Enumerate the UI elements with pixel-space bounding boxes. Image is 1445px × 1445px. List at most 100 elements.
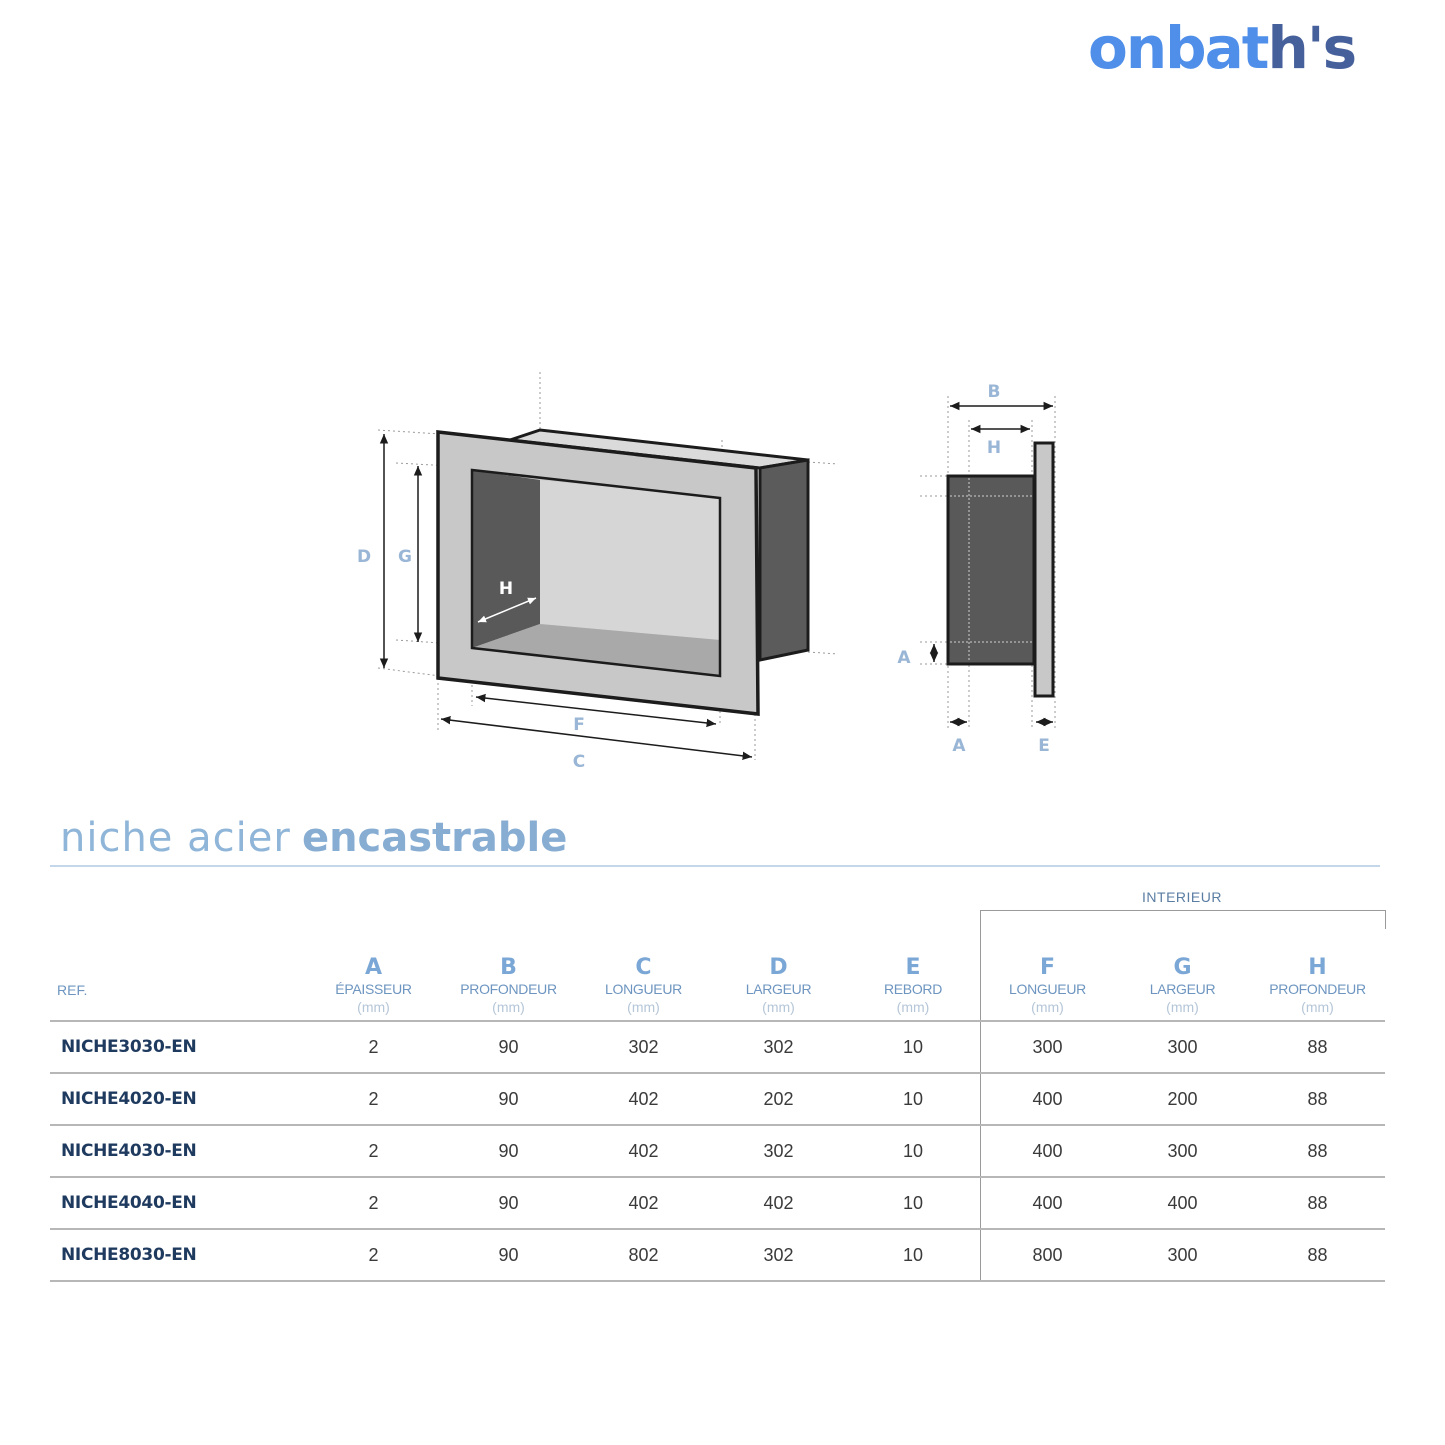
- dimension-labels: D G F C B H A A E: [357, 382, 1050, 772]
- cell-h: 88: [1250, 1125, 1385, 1178]
- cell-d: 302: [711, 1021, 846, 1074]
- cell-f: 400: [980, 1125, 1115, 1178]
- label-d: D: [357, 547, 371, 567]
- column-letter: G: [1173, 955, 1192, 980]
- label-g: G: [398, 547, 412, 567]
- cell-g: 200: [1115, 1073, 1250, 1126]
- column-unit: (mm): [1031, 999, 1064, 1015]
- column-letter: H: [1308, 955, 1327, 980]
- label-c: C: [573, 752, 585, 772]
- column-name: REBORD: [883, 981, 943, 997]
- niche-box-side: [758, 458, 810, 662]
- cell-c: 402: [576, 1177, 711, 1230]
- label-a-bottom: A: [952, 736, 966, 756]
- title-divider: [50, 865, 1380, 867]
- logo-text-part-b: h's: [1267, 14, 1358, 82]
- cell-b: 90: [441, 1073, 576, 1126]
- front-dimension-arrows: [379, 434, 753, 761]
- column-unit: (mm): [896, 999, 930, 1015]
- cell-g: 400: [1115, 1177, 1250, 1230]
- column-name: ÉPAISSEUR: [335, 981, 412, 997]
- niche-left-wall: [472, 470, 540, 648]
- cell-d: 402: [711, 1177, 846, 1230]
- product-title: niche acier encastrable: [60, 815, 567, 861]
- cell-a: 2: [306, 1229, 441, 1282]
- cell-d: 202: [711, 1073, 846, 1126]
- table-row: NICHE4030-EN 2 90 402 302 10 400 300 88: [50, 1125, 1385, 1178]
- cell-c: 402: [576, 1073, 711, 1126]
- cell-b: 90: [441, 1177, 576, 1230]
- niche-opening-outline: [470, 468, 722, 678]
- dimension-arrow-h-front: [477, 597, 537, 623]
- table-row: NICHE4020-EN 2 90 402 202 10 400 200 88: [50, 1073, 1385, 1126]
- column-unit: (mm): [1301, 999, 1334, 1015]
- cell-a: 2: [306, 1125, 441, 1178]
- niche-side-view: [946, 441, 1055, 698]
- label-a-side: A: [897, 648, 911, 668]
- column-name: LONGUEUR: [605, 981, 682, 997]
- cell-a: 2: [306, 1021, 441, 1074]
- niche-side-body: [946, 474, 1036, 666]
- logo-text-part-a: onbat: [1088, 14, 1270, 82]
- cell-h: 88: [1250, 1229, 1385, 1282]
- table-row: NICHE8030-EN 2 90 802 302 10 800 300 88: [50, 1229, 1385, 1282]
- cell-e: 10: [846, 1073, 980, 1126]
- cell-c: 302: [576, 1021, 711, 1074]
- cell-f: 400: [980, 1073, 1115, 1126]
- cell-h: 88: [1250, 1073, 1385, 1126]
- row-ref: NICHE4040-EN: [50, 1177, 306, 1230]
- column-unit: (mm): [357, 999, 390, 1015]
- cell-e: 10: [846, 1125, 980, 1178]
- column-name: LARGEUR: [1149, 981, 1216, 997]
- column-unit: (mm): [627, 999, 660, 1015]
- table-row: NICHE4040-EN 2 90 402 402 10 400 400 88: [50, 1177, 1385, 1230]
- cell-b: 90: [441, 1125, 576, 1178]
- cell-h: 88: [1250, 1021, 1385, 1074]
- row-ref: NICHE4030-EN: [50, 1125, 306, 1178]
- interieur-group-bracket: [980, 910, 1386, 929]
- table-row: NICHE3030-EN 2 90 302 302 10 300 300 88: [50, 1021, 1385, 1074]
- column-unit: (mm): [492, 999, 525, 1015]
- column-header-ref: REF.: [50, 930, 306, 1022]
- niche-dimension-diagram: H D G F C B H A A E: [357, 372, 1056, 772]
- label-b: B: [988, 382, 1001, 402]
- label-h-side: H: [987, 438, 1001, 458]
- row-ref: NICHE3030-EN: [50, 1021, 306, 1074]
- column-name: LARGEUR: [745, 981, 812, 997]
- cell-d: 302: [711, 1229, 846, 1282]
- column-letter: B: [500, 955, 517, 980]
- side-dimension-arrows: [929, 401, 1053, 727]
- cell-g: 300: [1115, 1021, 1250, 1074]
- niche-front-view: H: [436, 428, 810, 716]
- cell-g: 300: [1115, 1125, 1250, 1178]
- column-unit: (mm): [762, 999, 795, 1015]
- cell-a: 2: [306, 1177, 441, 1230]
- cell-e: 10: [846, 1229, 980, 1282]
- cell-h: 88: [1250, 1177, 1385, 1230]
- column-name: PROFONDEUR: [1269, 981, 1366, 997]
- product-title-light: niche acier: [60, 815, 291, 861]
- cell-g: 300: [1115, 1229, 1250, 1282]
- column-unit: (mm): [1166, 999, 1199, 1015]
- cell-b: 90: [441, 1021, 576, 1074]
- niche-floor: [472, 624, 720, 676]
- cell-f: 300: [980, 1021, 1115, 1074]
- cell-d: 302: [711, 1125, 846, 1178]
- row-ref: NICHE8030-EN: [50, 1229, 306, 1282]
- column-letter: A: [364, 955, 383, 980]
- cell-c: 802: [576, 1229, 711, 1282]
- column-letter: C: [635, 955, 652, 980]
- column-letter: D: [769, 955, 788, 980]
- product-title-bold: encastrable: [301, 815, 568, 861]
- label-e: E: [1038, 736, 1050, 756]
- label-h-front: H: [499, 579, 513, 599]
- cell-b: 90: [441, 1229, 576, 1282]
